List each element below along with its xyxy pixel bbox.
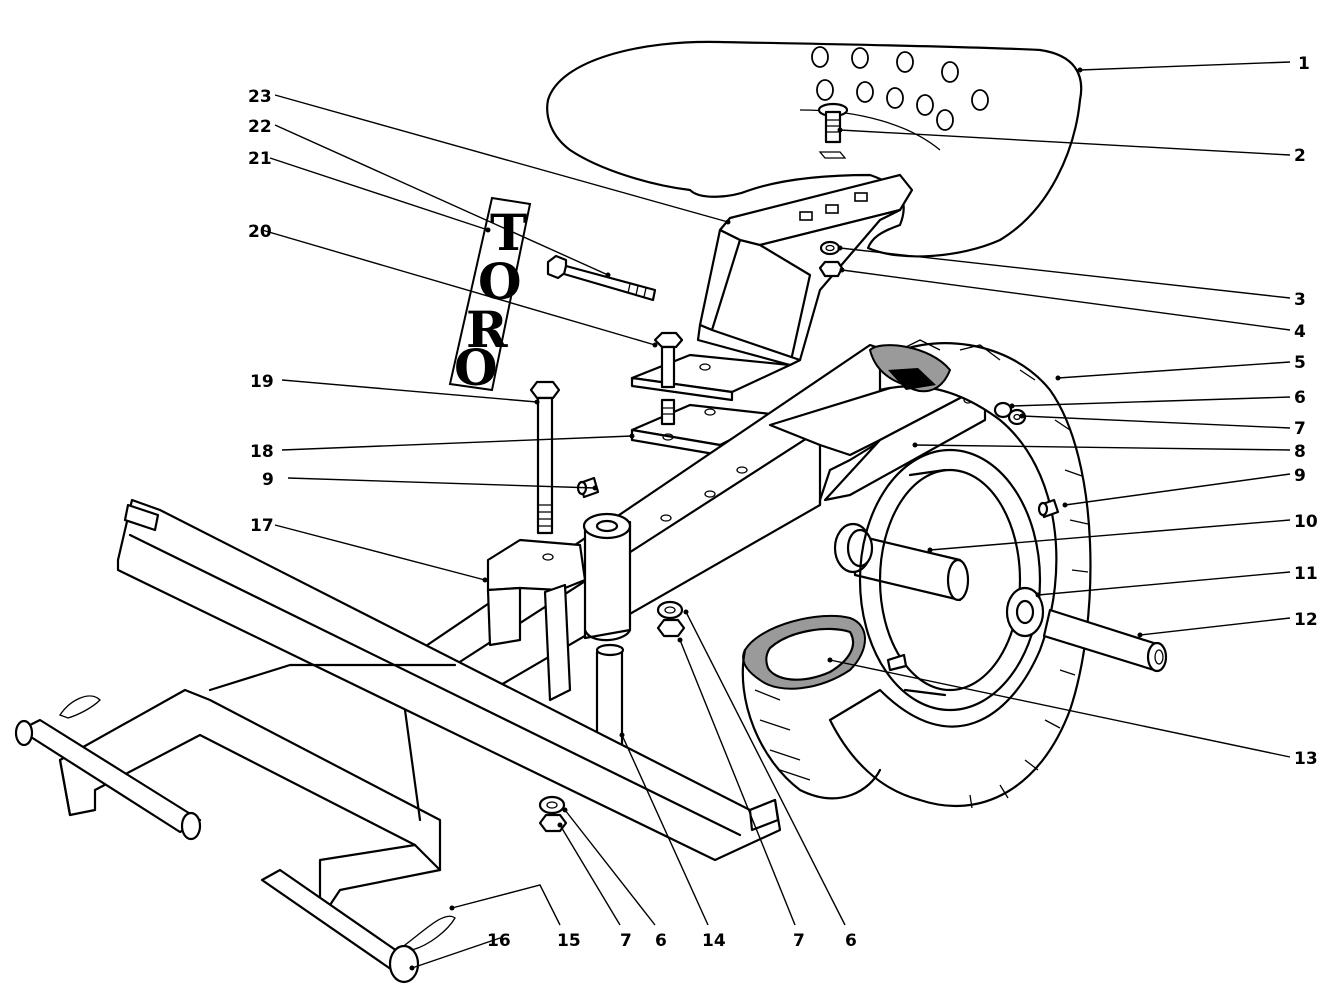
callout-label: 6 — [845, 931, 857, 951]
toro-decal: T O R O — [448, 196, 532, 397]
callout-label: 9 — [1294, 466, 1306, 486]
callout-label: 18 — [250, 442, 274, 462]
callout-label: 3 — [1294, 290, 1306, 310]
callout-label: 16 — [487, 931, 511, 951]
callout-label: 22 — [248, 117, 272, 137]
callout-label: 7 — [1294, 419, 1306, 439]
callout-label: 15 — [557, 931, 581, 951]
hitch-bracket — [486, 380, 587, 702]
callout-label: 8 — [1294, 442, 1306, 462]
callout-label: 10 — [1294, 512, 1318, 532]
callout-label: 1 — [1298, 54, 1310, 74]
callout-label: 5 — [1294, 353, 1306, 373]
decal-letter: O — [454, 338, 498, 397]
decal-letter: T — [490, 203, 527, 262]
callout-label: 13 — [1294, 749, 1318, 769]
callout-label: 12 — [1294, 610, 1318, 630]
hub-bearing — [993, 401, 1045, 638]
long-bolt — [546, 254, 657, 302]
callout-label: 9 — [262, 470, 274, 490]
axle-shaft — [833, 522, 970, 602]
callout-label: 17 — [250, 516, 274, 536]
callout-label: 7 — [793, 931, 805, 951]
callout-label: 23 — [248, 87, 272, 107]
callout-label: 6 — [655, 931, 667, 951]
cross-bar — [116, 498, 782, 862]
callout-numbers: 1 2 3 4 5 6 7 8 9 10 11 12 13 9 17 18 19… — [248, 54, 1318, 951]
leader-lines — [261, 61, 1291, 971]
callout-label: 20 — [248, 222, 272, 242]
frame-tube — [418, 343, 987, 702]
decal-letter: R — [466, 300, 508, 359]
callout-label: 2 — [1294, 146, 1306, 166]
callout-label: 6 — [1294, 388, 1306, 408]
seat-bracket — [696, 173, 914, 367]
clamp-plates — [630, 331, 792, 457]
callout-label: 4 — [1294, 322, 1306, 342]
carriage-bolt — [817, 102, 849, 159]
callout-label: 7 — [620, 931, 632, 951]
callout-label: 21 — [248, 149, 272, 169]
washer-nut-seat — [818, 240, 844, 278]
callout-label: 11 — [1294, 564, 1318, 584]
callout-label: 19 — [250, 372, 274, 392]
axle-pin — [1042, 608, 1168, 673]
callout-label: 14 — [702, 931, 726, 951]
decal-letter: O — [478, 252, 522, 311]
seat — [546, 40, 1083, 258]
hitch-frame — [14, 663, 457, 984]
wheel-and-tire — [741, 339, 1092, 809]
spacer-tube — [582, 512, 632, 756]
